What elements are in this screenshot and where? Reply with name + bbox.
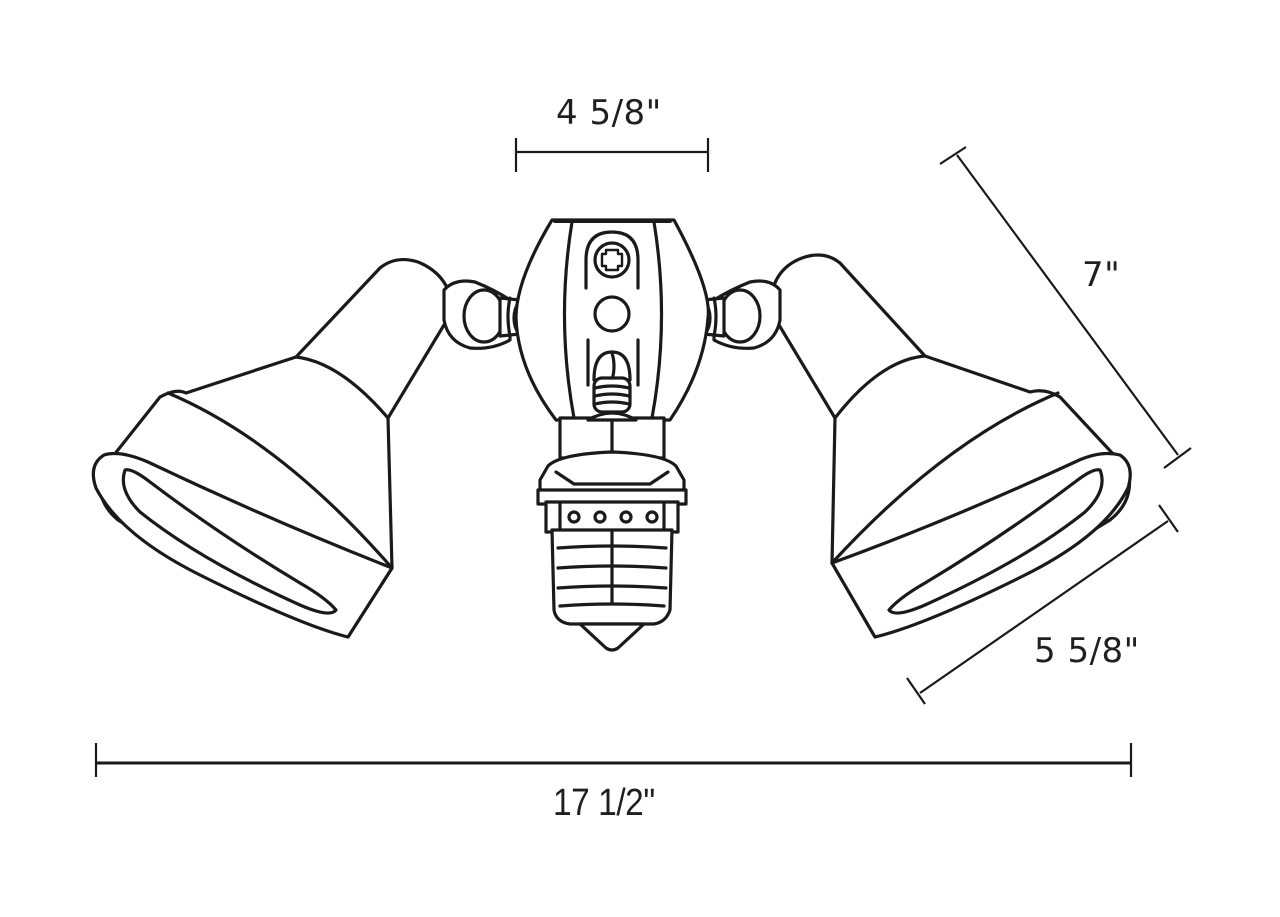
right-lamp-head — [768, 253, 1132, 639]
indicator-dot — [593, 510, 607, 524]
sensor-neck — [592, 350, 632, 414]
dimension-head-diameter-label: 5 5/8" — [1034, 631, 1140, 671]
dimension-overall-width-label: 17 1/2" — [553, 782, 655, 824]
indicator-dot — [619, 510, 633, 524]
dimension-head-diameter-line — [906, 504, 1179, 705]
motion-sensor — [536, 411, 688, 652]
dimension-overall-width-line — [94, 743, 1133, 777]
dimension-mount-width-line — [514, 138, 710, 172]
indicator-dot — [567, 510, 581, 524]
dimension-head-length-line — [939, 146, 1192, 469]
dimension-head-length-label: 7" — [1082, 255, 1121, 295]
screw-icon — [593, 241, 631, 279]
dimension-mount-width-label: 4 5/8" — [556, 93, 662, 133]
left-lamp-head — [91, 257, 455, 639]
indicator-dot — [645, 510, 659, 524]
mounting-plate — [514, 218, 710, 422]
center-hole — [593, 295, 631, 333]
